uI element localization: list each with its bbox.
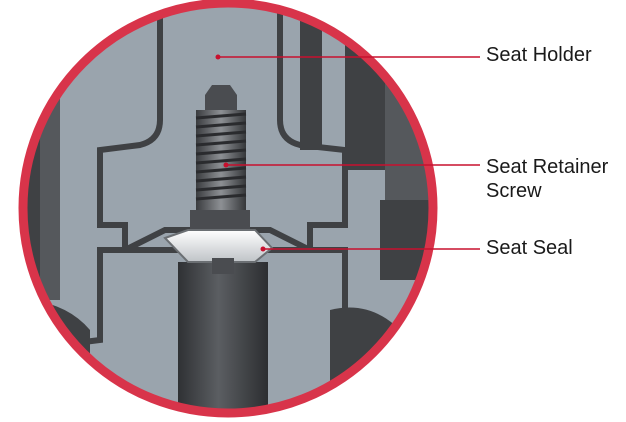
magnifier-ring	[18, 0, 438, 418]
seat-retainer-label-line2: Screw	[486, 180, 542, 202]
cutaway-interior	[26, 6, 430, 410]
seat-seal	[163, 229, 274, 263]
seat-seal-label: Seat Seal	[486, 237, 573, 259]
seat-retainer-screw-label: Seat Retainer Screw	[486, 155, 608, 203]
right-column	[345, 6, 385, 170]
valve-stem	[178, 262, 268, 410]
leader-dot-seat-holder	[215, 54, 221, 60]
leader-dot-seat-retainer	[223, 162, 229, 168]
seal-center-notch	[212, 258, 234, 274]
screw-head	[190, 210, 250, 232]
leader-dot-seat-seal	[260, 246, 266, 252]
right-rod	[300, 6, 322, 150]
screw-threads	[195, 112, 247, 201]
seat-holder-label: Seat Holder	[486, 44, 592, 66]
leader-lines	[215, 54, 480, 252]
screw-tip	[205, 85, 237, 110]
right-block	[385, 6, 430, 200]
lower-left-curve	[26, 299, 90, 410]
left-inner-wall	[40, 6, 60, 300]
seat-retainer-label-line1: Seat Retainer	[486, 156, 609, 178]
